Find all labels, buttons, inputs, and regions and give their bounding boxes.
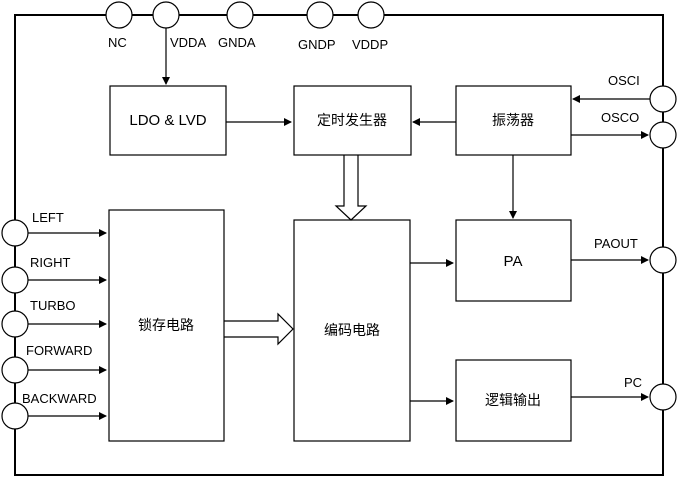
pin-backward	[1, 402, 29, 430]
pin-osco	[649, 121, 677, 149]
pin-right	[1, 266, 29, 294]
pin-vdda	[152, 1, 180, 29]
bus-arrow-latch-encoder	[224, 312, 294, 346]
pin-gnda	[226, 1, 254, 29]
pin-label-osci: OSCI	[608, 73, 640, 88]
pin-label-backward: BACKWARD	[22, 391, 97, 406]
pin-gndp	[306, 1, 334, 29]
pin-left	[1, 219, 29, 247]
block-logic	[455, 359, 572, 442]
pin-osci	[649, 85, 677, 113]
pin-label-paout: PAOUT	[594, 236, 638, 251]
pin-label-left: LEFT	[32, 210, 64, 225]
pin-label-osco: OSCO	[601, 110, 639, 125]
top-pins: NC VDDA GNDA GNDP VDDP	[105, 1, 388, 52]
block-osc	[455, 85, 572, 156]
pin-forward	[1, 356, 29, 384]
pin-label-forward: FORWARD	[26, 343, 92, 358]
block-osc-label: 振荡器	[492, 113, 534, 129]
block-logic-label: 逻辑输出	[485, 393, 541, 409]
pin-label-pc: PC	[624, 375, 642, 390]
block-latch-label: 锁存电路	[138, 318, 194, 334]
pin-label-vdda: VDDA	[170, 35, 206, 50]
block-timer	[293, 85, 412, 156]
pin-vddp	[357, 1, 385, 29]
left-pins: LEFT RIGHT TURBO FORWARD BACKWARD	[1, 210, 107, 430]
block-latch	[108, 209, 225, 442]
bus-arrow-timer-encoder	[334, 155, 368, 221]
pin-pc	[649, 383, 677, 411]
pin-label-right: RIGHT	[30, 255, 71, 270]
block-pa-label: PA	[504, 253, 523, 270]
block-encoder-label: 编码电路	[324, 323, 380, 339]
pin-nc	[105, 1, 133, 29]
block-ldo	[109, 85, 227, 156]
pin-label-vddp: VDDP	[352, 37, 388, 52]
block-pa	[455, 219, 572, 302]
block-encoder	[293, 219, 411, 442]
block-timer-label: 定时发生器	[317, 113, 387, 129]
block-ldo-label: LDO & LVD	[129, 112, 206, 129]
pin-paout	[649, 246, 677, 274]
pin-label-turbo: TURBO	[30, 298, 76, 313]
pin-label-gndp: GNDP	[298, 37, 336, 52]
pin-label-nc: NC	[108, 35, 127, 50]
pin-label-gnda: GNDA	[218, 35, 256, 50]
right-pins: OSCI OSCO PAOUT PC	[571, 73, 677, 411]
pin-turbo	[1, 310, 29, 338]
